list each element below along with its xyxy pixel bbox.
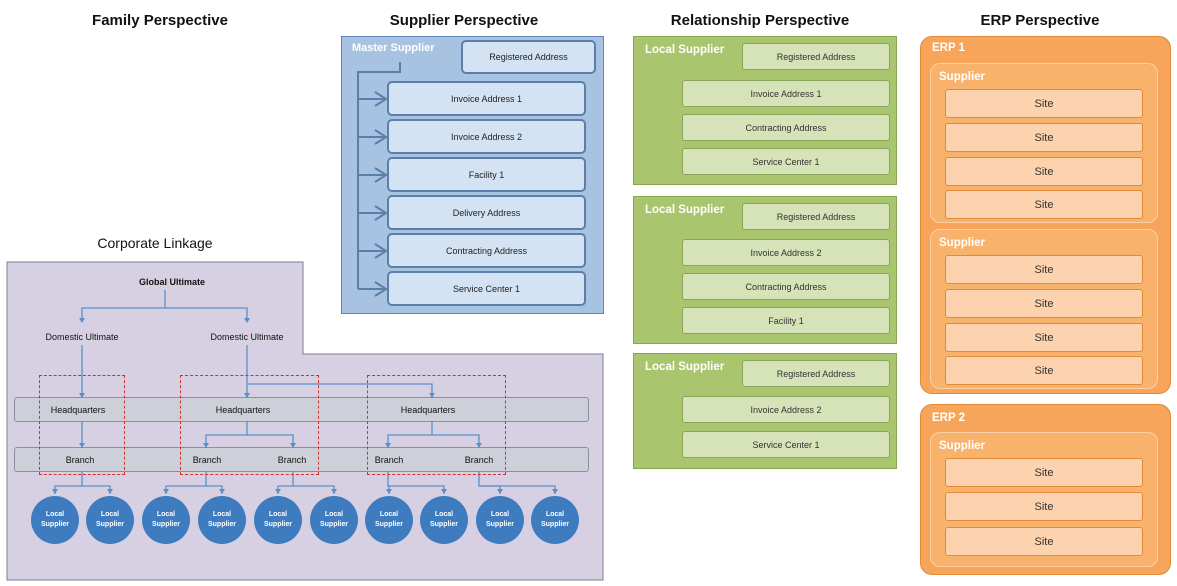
supplier-child-5: Service Center 1 [387, 271, 586, 306]
erp-perspective-heading: ERP Perspective [980, 12, 1100, 29]
local-1-registered-address: Registered Address [742, 43, 890, 70]
local-2-item-0: Invoice Address 2 [682, 239, 890, 266]
branch-label-1: Branch [65, 455, 95, 465]
master-registered-address: Registered Address [461, 40, 596, 74]
erp1-s2-site-1: Site [945, 289, 1143, 318]
erp2-s1-site-0: Site [945, 458, 1143, 487]
erp1-s1-site-1: Site [945, 123, 1143, 152]
dashed-group-3 [367, 375, 506, 475]
local-1-item-2: Service Center 1 [682, 148, 890, 175]
local-2-item-1: Contracting Address [682, 273, 890, 300]
local-2-registered-address: Registered Address [742, 203, 890, 230]
branch-label-3: Branch [277, 455, 307, 465]
domestic-ultimate-label-2: Domestic Ultimate [210, 332, 284, 342]
branch-label-2: Branch [192, 455, 222, 465]
local-supplier-title-1: Local Supplier [645, 44, 725, 56]
dashed-group-1 [39, 375, 125, 475]
erp2-s1-site-1: Site [945, 492, 1143, 521]
supplier-child-1: Invoice Address 2 [387, 119, 586, 154]
erp1-s1-site-2: Site [945, 157, 1143, 186]
local-3-item-0: Invoice Address 2 [682, 396, 890, 423]
master-supplier-title: Master Supplier [352, 42, 435, 54]
global-ultimate-label: Global Ultimate [138, 277, 206, 287]
erp1-s2-site-2: Site [945, 323, 1143, 352]
erp1-s1-site-3: Site [945, 190, 1143, 219]
local-supplier-title-2: Local Supplier [645, 204, 725, 216]
local-3-item-1: Service Center 1 [682, 431, 890, 458]
erp1-supplier-2-title: Supplier [939, 237, 986, 249]
local-1-item-0: Invoice Address 1 [682, 80, 890, 107]
headquarters-band [14, 397, 589, 422]
headquarters-label-2: Headquarters [215, 405, 271, 415]
supplier-perspective-heading: Supplier Perspective [389, 12, 539, 29]
local-3-registered-address: Registered Address [742, 360, 890, 387]
local-1-item-1: Contracting Address [682, 114, 890, 141]
headquarters-label-3: Headquarters [400, 405, 456, 415]
local-supplier-title-3: Local Supplier [645, 361, 725, 373]
erp1-s1-site-0: Site [945, 89, 1143, 118]
erp1-s2-site-0: Site [945, 255, 1143, 284]
headquarters-label-1: Headquarters [50, 405, 106, 415]
corporate-linkage-heading: Corporate Linkage [97, 235, 213, 251]
supplier-child-3: Delivery Address [387, 195, 586, 230]
erp2-supplier-1-title: Supplier [939, 440, 986, 452]
supplier-child-2: Facility 1 [387, 157, 586, 192]
domestic-ultimate-label-1: Domestic Ultimate [45, 332, 119, 342]
family-perspective-heading: Family Perspective [92, 12, 228, 29]
branch-label-4: Branch [374, 455, 404, 465]
relationship-perspective-heading: Relationship Perspective [670, 12, 850, 29]
branch-band [14, 447, 589, 472]
branch-label-5: Branch [464, 455, 494, 465]
dashed-group-2 [180, 375, 319, 475]
erp1-supplier-1-title: Supplier [939, 71, 986, 83]
erp-title-2: ERP 2 [932, 412, 966, 424]
supplier-child-0: Invoice Address 1 [387, 81, 586, 116]
erp1-s2-site-3: Site [945, 356, 1143, 385]
erp-title-1: ERP 1 [932, 42, 966, 54]
supplier-child-4: Contracting Address [387, 233, 586, 268]
erp2-s1-site-2: Site [945, 527, 1143, 556]
local-2-item-2: Facility 1 [682, 307, 890, 334]
